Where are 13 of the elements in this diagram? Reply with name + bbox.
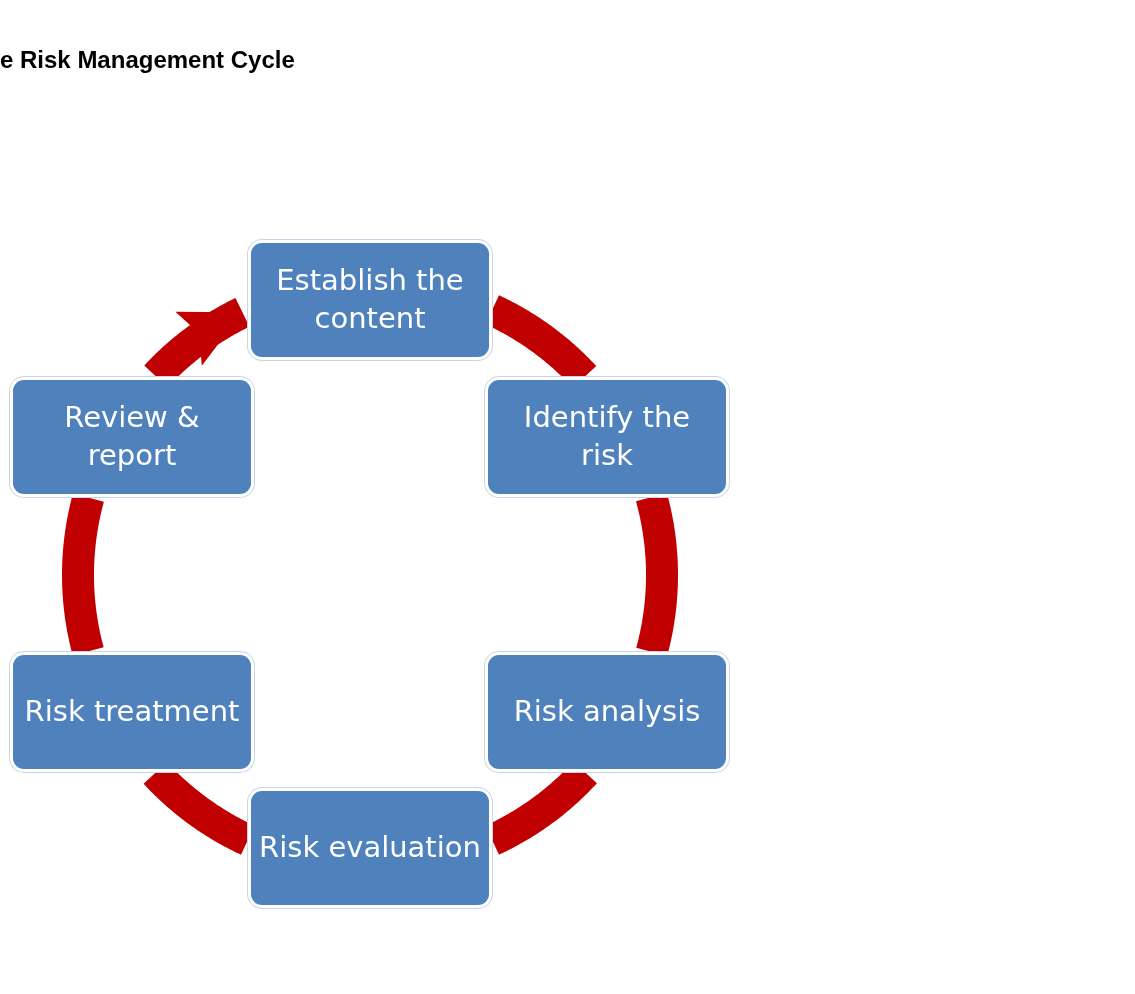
step-box <box>10 652 254 772</box>
step-label: Risk treatment <box>23 693 241 731</box>
step-label: Establish the content <box>275 262 465 337</box>
step-box <box>10 377 254 497</box>
step-label: Risk analysis <box>512 693 702 731</box>
step-box <box>248 240 492 360</box>
step-box <box>485 652 729 772</box>
step-box <box>485 377 729 497</box>
step-label: Identify the risk <box>522 399 692 474</box>
step-box <box>248 788 492 908</box>
step-label: Review & report <box>63 399 201 474</box>
diagram-title: e Risk Management Cycle <box>0 46 295 74</box>
step-label: Risk evaluation <box>258 829 482 867</box>
